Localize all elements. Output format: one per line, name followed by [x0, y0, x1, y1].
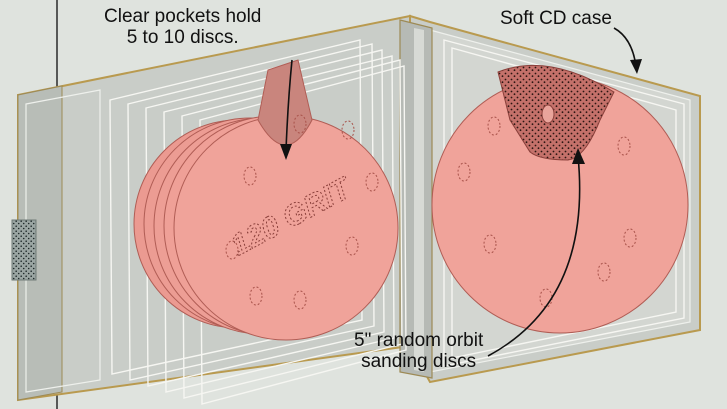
- dust-hole: [542, 105, 554, 123]
- label-sanding-discs: 5" random orbit sanding discs: [354, 330, 483, 372]
- label-soft-cd-case: Soft CD case: [500, 8, 612, 29]
- abrasive-sample-swatch: [12, 220, 36, 280]
- label-clear-pockets: Clear pockets hold 5 to 10 discs.: [104, 6, 261, 48]
